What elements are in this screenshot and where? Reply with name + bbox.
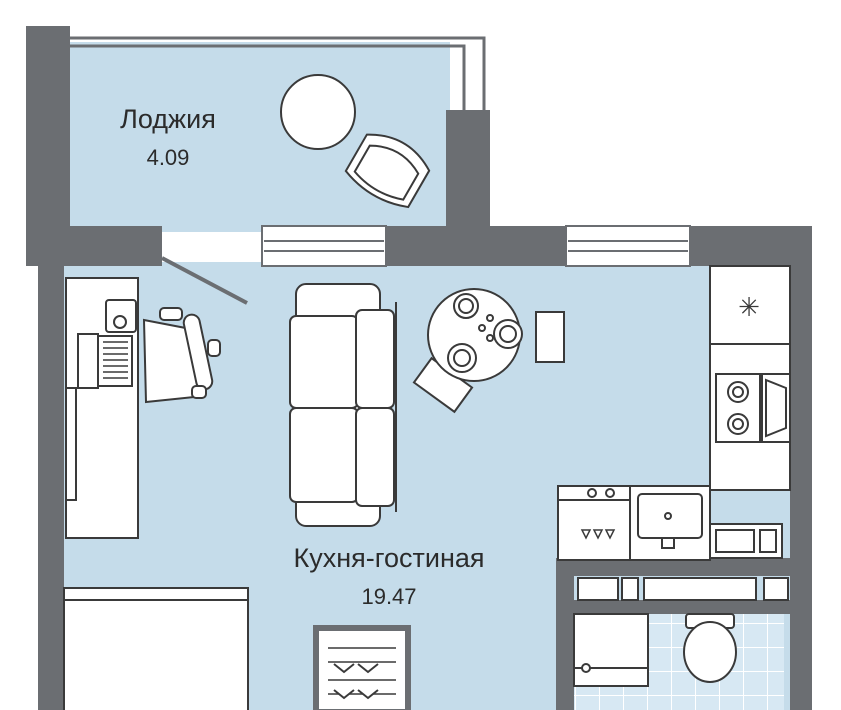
room-label-loggia: Лоджия 4.09 [98, 104, 238, 171]
dining-table [412, 288, 565, 414]
room-name: Кухня-гостиная [293, 543, 485, 573]
toilet [683, 613, 737, 683]
room-area: 4.09 [146, 145, 190, 170]
washing-machine [557, 485, 631, 561]
loggia-door [161, 256, 248, 305]
kitchen-sink [629, 485, 711, 561]
laptop [77, 333, 133, 389]
room-name: Лоджия [120, 104, 216, 134]
office-chair [142, 307, 221, 404]
window-loggia-door [261, 225, 387, 267]
kitchen-hood: ✳ [709, 265, 791, 345]
bed [63, 587, 249, 710]
window-kitchen [565, 225, 691, 267]
desk-phone [105, 299, 137, 333]
tv-stand [313, 625, 411, 710]
loggia-railing [70, 36, 486, 110]
walls [26, 26, 812, 710]
room-area: 19.47 [361, 584, 417, 609]
room-label-kitchen-living: Кухня-гостиная 19.47 [276, 543, 502, 610]
sofa [289, 283, 397, 527]
bathroom-cabinets [577, 523, 789, 601]
loggia-chair [344, 133, 431, 209]
cooktop [715, 373, 761, 443]
bathroom-sink-cabinet [573, 613, 649, 687]
loggia-table [280, 74, 356, 150]
oven [761, 373, 791, 443]
hood-symbol: ✳ [738, 292, 760, 322]
